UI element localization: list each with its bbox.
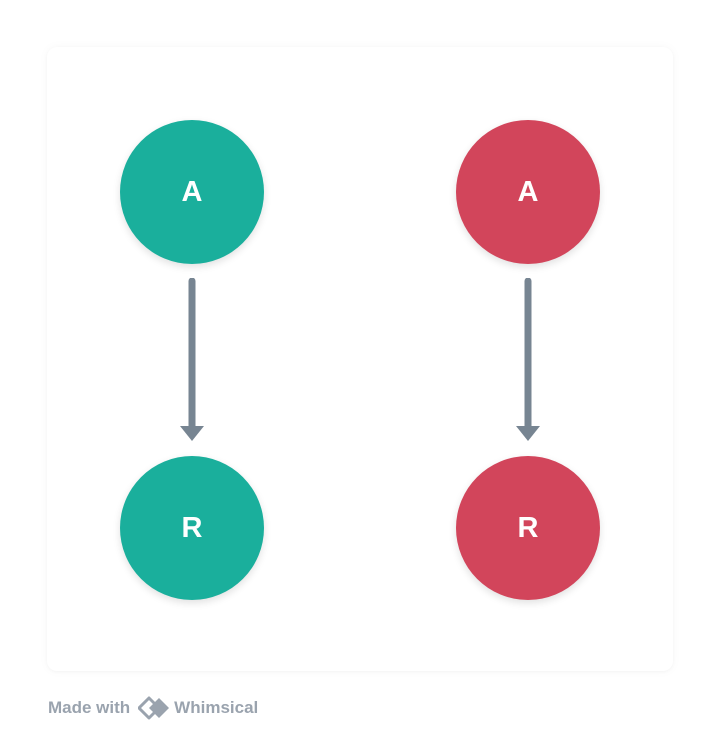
- whimsical-logo-icon: [138, 696, 170, 720]
- node-r-red-label: R: [517, 511, 539, 544]
- node-a-red[interactable]: A: [456, 120, 600, 264]
- node-a-teal-label: A: [181, 175, 203, 208]
- made-with-whimsical-footer[interactable]: Made with Whimsical: [48, 694, 258, 722]
- arrow-connector-right: [516, 278, 540, 441]
- node-r-red[interactable]: R: [456, 456, 600, 600]
- node-a-teal[interactable]: A: [120, 120, 264, 264]
- node-r-teal-label: R: [181, 511, 203, 544]
- whimsical-brand-text: Whimsical: [174, 698, 259, 717]
- node-r-teal[interactable]: R: [120, 456, 264, 600]
- arrow-connector-left: [180, 278, 204, 441]
- made-with-text: Made with: [48, 698, 131, 717]
- node-a-red-label: A: [517, 175, 539, 208]
